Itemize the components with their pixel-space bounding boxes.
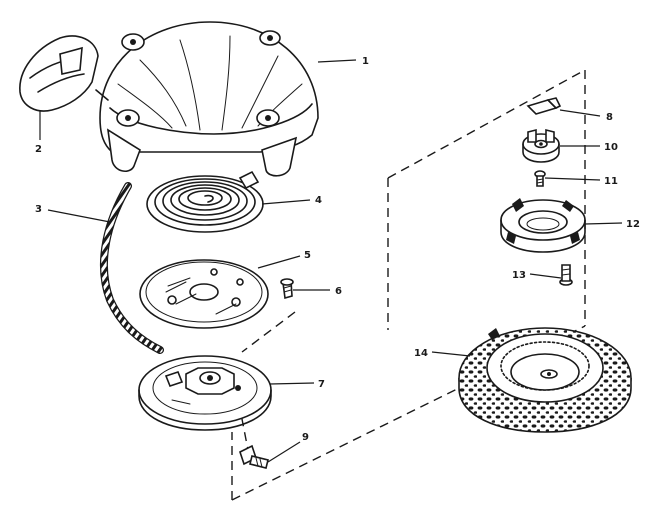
starter-rope	[100, 182, 164, 354]
starter-handle	[19, 35, 109, 112]
callout-11: 11	[604, 176, 618, 187]
callout-6: 6	[335, 286, 342, 297]
leader-lines	[39, 59, 623, 463]
starter-cup	[500, 198, 586, 253]
starter-housing-cover	[99, 21, 319, 177]
spring-retainer-plate	[139, 259, 269, 329]
flywheel	[458, 327, 632, 433]
pawl-spring-clip	[526, 97, 562, 115]
callout-5: 5	[304, 250, 311, 261]
ratchet-pawl	[522, 128, 560, 163]
callout-9: 9	[302, 432, 309, 443]
callout-12: 12	[626, 219, 640, 230]
callout-3: 3	[35, 204, 42, 215]
rope-pulley	[138, 355, 272, 431]
cup-mounting-screw	[559, 264, 573, 286]
recoil-spring	[146, 170, 264, 233]
callout-14: 14	[414, 348, 428, 359]
retainer-screw	[280, 278, 294, 300]
callout-1: 1	[362, 56, 369, 67]
callout-7: 7	[318, 379, 325, 390]
callout-10: 10	[604, 142, 618, 153]
callout-numbers: 1 2 3 4 5 6 7 8 9 10 11 12 13 14	[35, 56, 640, 443]
assembly-guide-lines	[231, 69, 586, 501]
pawl-screw	[534, 170, 546, 187]
set-screw	[239, 444, 269, 469]
callout-8: 8	[606, 112, 613, 123]
callout-4: 4	[315, 195, 322, 206]
callout-13: 13	[512, 270, 526, 281]
callout-2: 2	[35, 144, 42, 155]
